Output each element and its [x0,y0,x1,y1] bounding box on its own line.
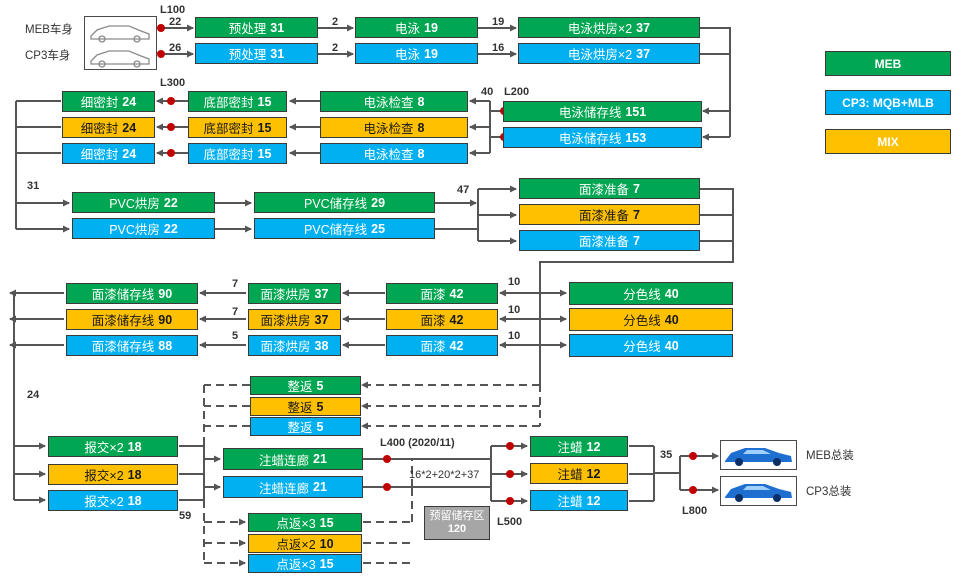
input-cp3-label: CP3车身 [25,50,71,62]
line-label-l400: L400 (2020/11) [380,437,455,449]
flow-label: 47 [457,184,470,196]
flow-label: 16 [492,42,505,54]
car-meb-image [720,440,797,470]
legend-cp3: CP3: MQB+MLB [825,90,951,115]
flow-label: 2 [332,42,339,54]
flow-label: 24 [27,389,40,401]
car-body-image [84,16,157,70]
flow-label: 10 [508,330,521,342]
flow-label: 22 [169,16,182,28]
legend-mix: MIX [825,129,951,154]
legend-meb: MEB [825,51,951,76]
input-meb-label: MEB车身 [25,24,73,36]
flow-label: 7 [232,306,239,318]
line-label-l200: L200 [504,86,530,98]
line-label-l800: L800 [682,505,708,517]
flow-label: 10 [508,276,521,288]
flow-label: 10 [508,304,521,316]
flow-label: 26 [169,42,182,54]
output-cp3-label: CP3总装 [806,486,852,498]
flow-label: 59 [179,510,192,522]
line-label-l100: L100 [160,4,186,16]
flow-label: 7 [232,278,239,290]
car-cp3-image [720,476,797,506]
line-label-l300: L300 [160,77,186,89]
flow-label-mix: 16*2+20*2+37 [409,469,480,481]
flow-label: 31 [27,180,40,192]
flow-label: 40 [481,86,494,98]
flow-label: 35 [660,449,673,461]
flow-label: 5 [232,330,239,342]
output-meb-label: MEB总装 [806,450,854,462]
line-label-l500: L500 [497,516,523,528]
flow-label: 2 [332,16,339,28]
flow-label: 19 [492,16,505,28]
